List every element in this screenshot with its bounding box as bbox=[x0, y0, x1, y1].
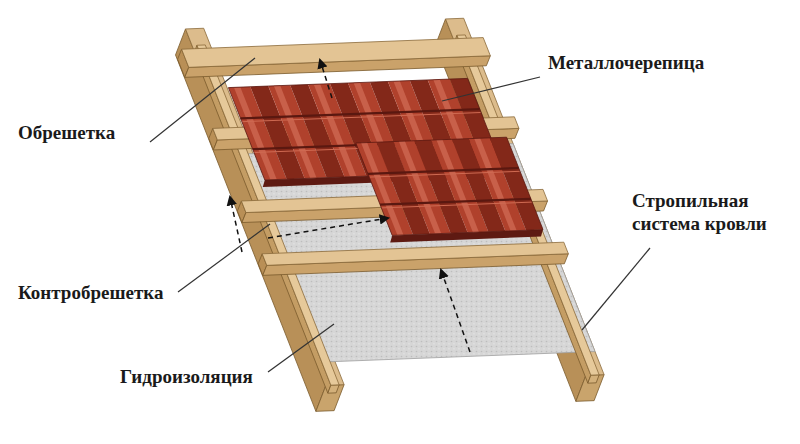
metal-tile-step bbox=[380, 199, 531, 205]
part-label: Стропильная система кровли bbox=[632, 190, 782, 236]
leader-line bbox=[268, 324, 334, 372]
roof-structure bbox=[176, 18, 605, 411]
leader-line bbox=[442, 77, 540, 101]
airflow-arrow bbox=[268, 218, 388, 238]
metal-tile-step bbox=[369, 171, 520, 177]
airflow-arrow bbox=[320, 60, 332, 98]
leader-line bbox=[150, 58, 255, 142]
metal-tile-wave bbox=[474, 138, 516, 231]
leader-line bbox=[178, 224, 270, 292]
counter-batten bbox=[328, 385, 339, 393]
counter-batten bbox=[588, 375, 599, 383]
metal-tile-wave bbox=[436, 140, 478, 233]
leader-lines bbox=[150, 58, 650, 372]
metal-tile-wave bbox=[234, 87, 277, 180]
metal-tile-outline bbox=[356, 137, 543, 235]
part-label: Гидроизоляция bbox=[120, 366, 270, 389]
airflow-arrow bbox=[441, 270, 470, 352]
metal-tile-step bbox=[368, 168, 519, 174]
part-label: Металлочерепица bbox=[548, 52, 748, 75]
batten-board bbox=[262, 242, 568, 265]
part-label: Обрешетка bbox=[18, 122, 158, 145]
airflow-arrow bbox=[230, 197, 242, 252]
metal-tile-wave bbox=[274, 86, 317, 179]
rafter-beam bbox=[576, 375, 604, 402]
metal-tile-wave bbox=[399, 141, 441, 234]
leader-line bbox=[582, 248, 650, 330]
metal-tile-step bbox=[381, 202, 532, 208]
rafter-beam bbox=[316, 385, 344, 412]
part-label: Контробрешетка bbox=[18, 282, 188, 305]
ventilation-arrows bbox=[230, 60, 470, 352]
metal-tile-step bbox=[242, 113, 481, 122]
batten-board bbox=[182, 38, 491, 68]
metal-tile-wave bbox=[314, 84, 357, 177]
